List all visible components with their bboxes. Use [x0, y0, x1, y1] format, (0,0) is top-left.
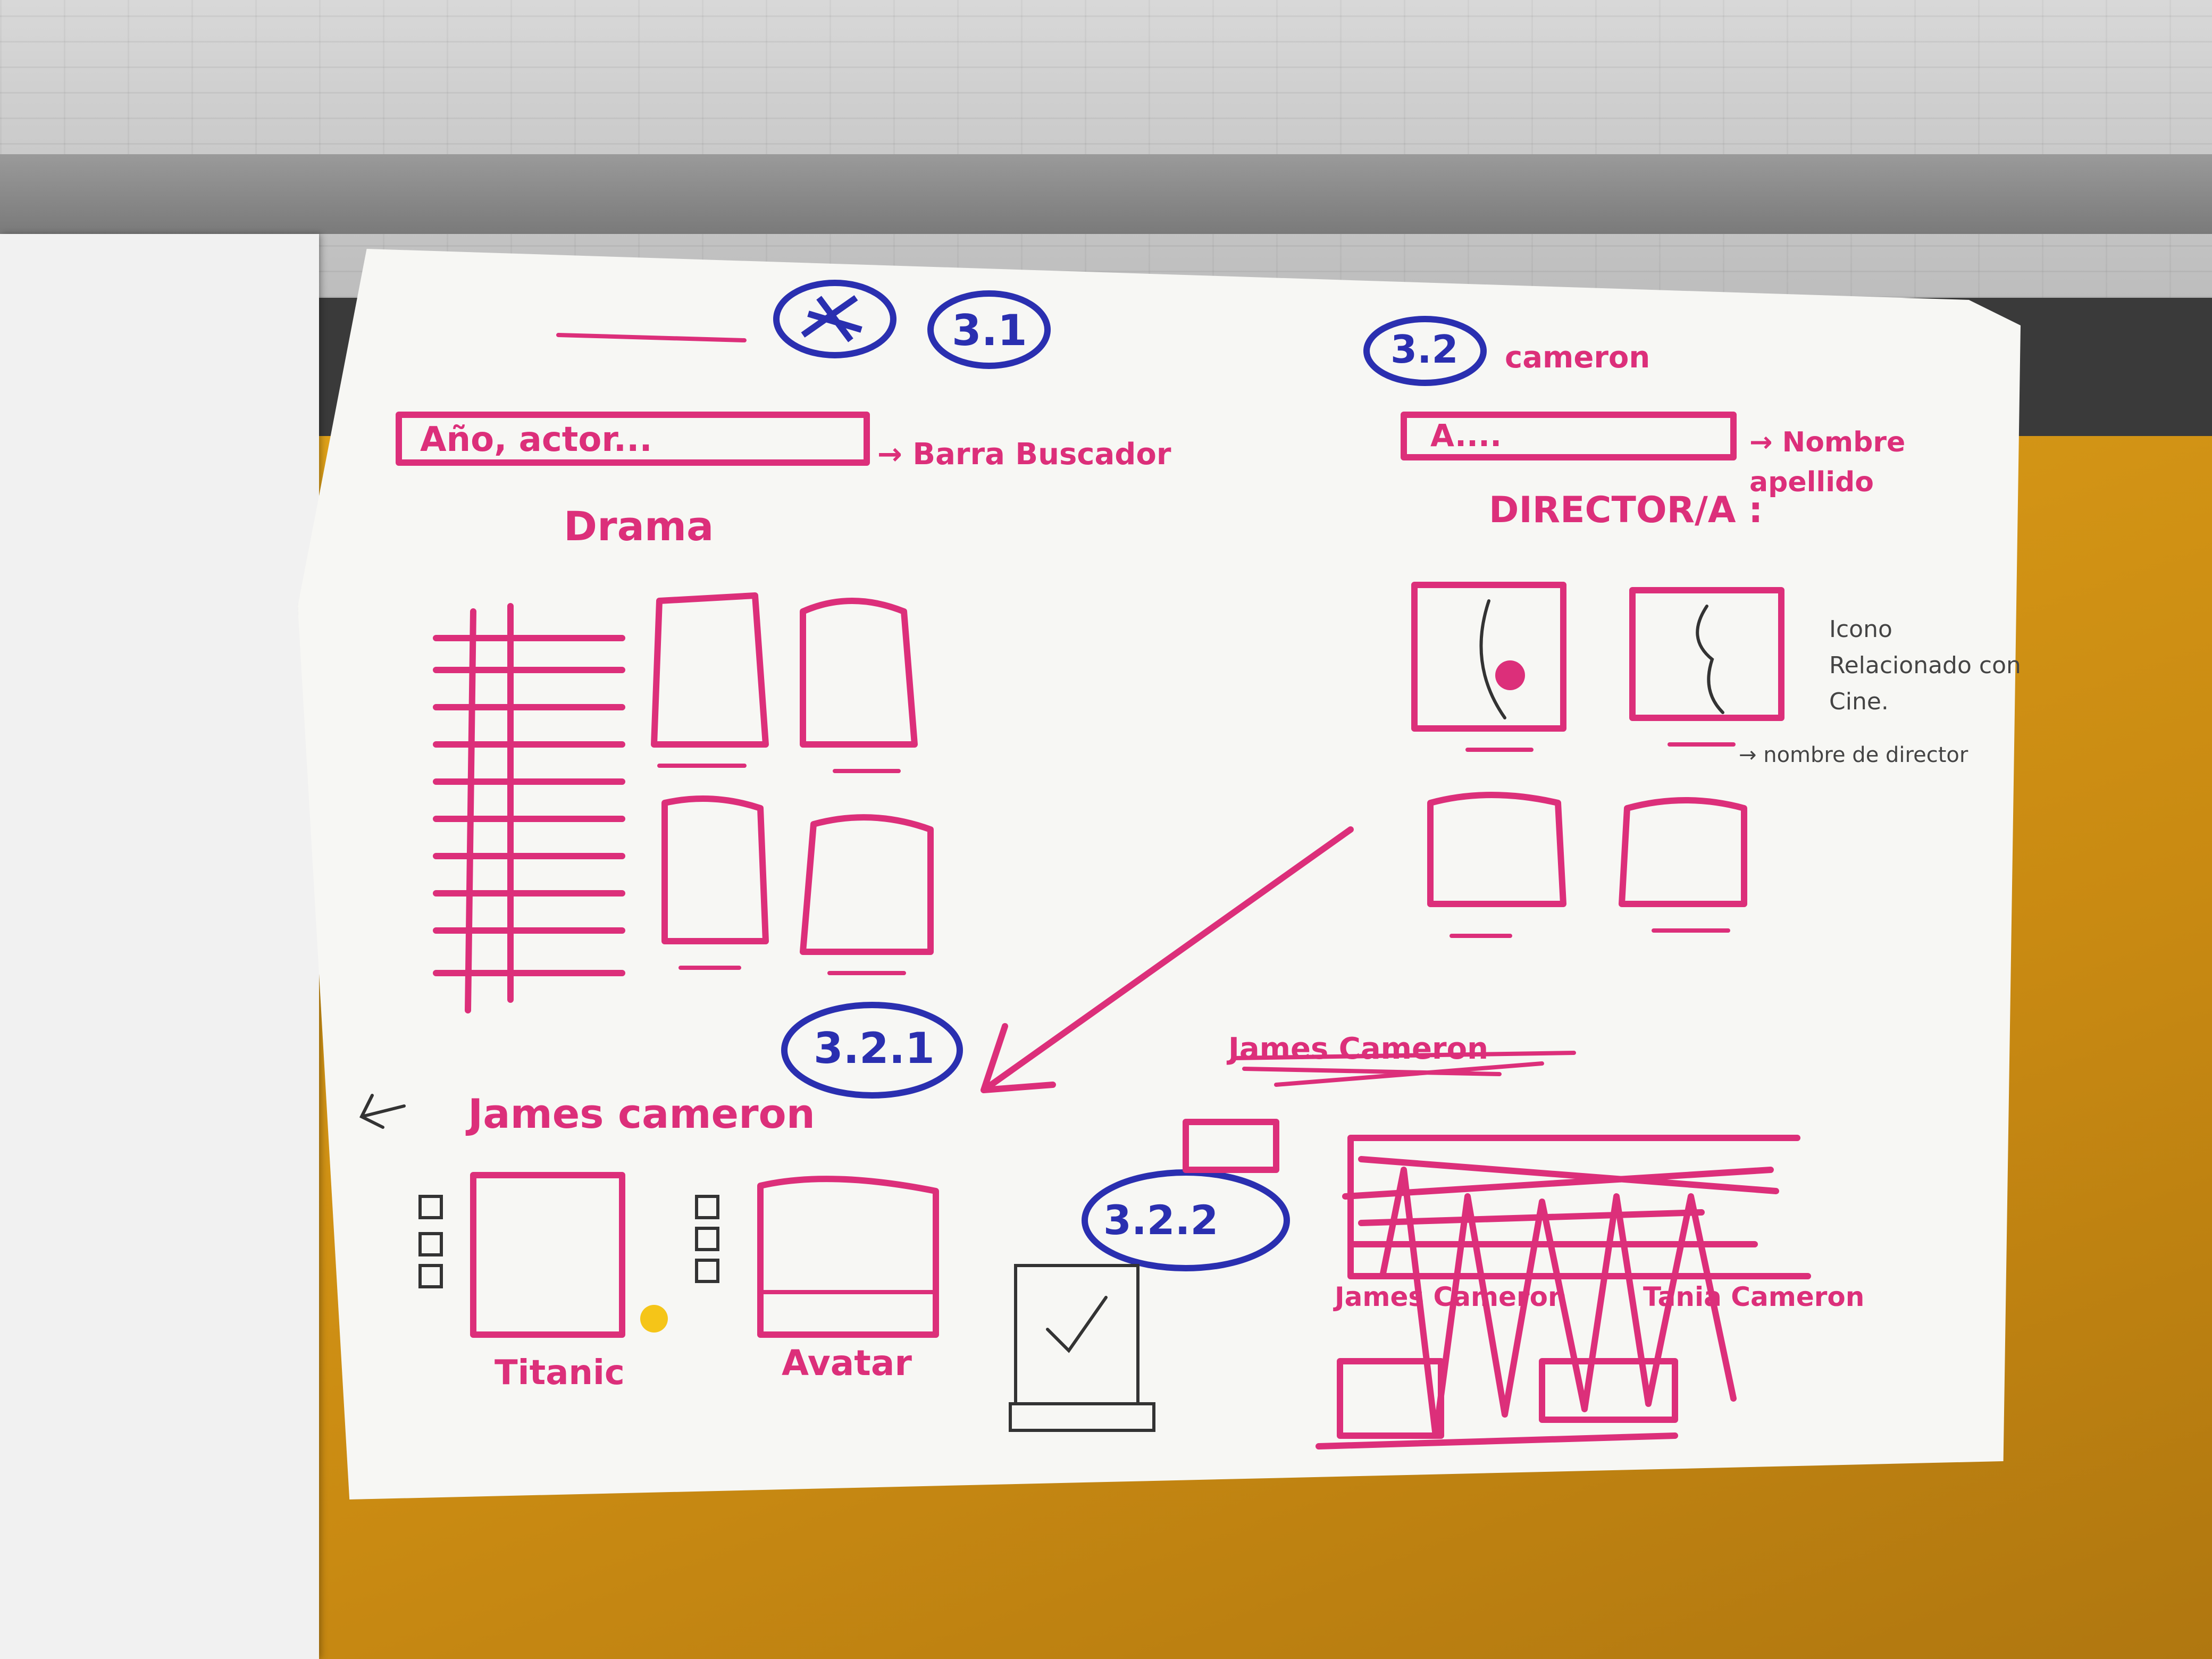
struck-name-2: Tania Cameron: [1643, 1281, 1865, 1312]
left-paper-sheet: [0, 234, 319, 1659]
search-bar-2: [1401, 412, 1737, 460]
circle-scribble: [773, 280, 896, 358]
movie-title-titanic: Titanic: [495, 1353, 625, 1393]
section-label-3-2-1: 3.2.1: [814, 1024, 935, 1073]
background-wall: [0, 0, 2212, 298]
director-heading: DIRECTOR/A :: [1489, 489, 1763, 531]
phone-sketch: [1009, 1264, 1155, 1432]
movie-cards: [359, 1094, 939, 1338]
section-label-3-2-2: 3.2.2: [1103, 1196, 1219, 1244]
circle-3-2: [1363, 316, 1487, 386]
section-label-3-2: 3.2: [1390, 327, 1459, 372]
drama-grid: [433, 592, 934, 1013]
search-placeholder-1: Año, actor...: [420, 420, 652, 459]
window-ledge: [0, 154, 2212, 234]
section-label-3-1: 3.1: [952, 306, 1027, 355]
struck-name-1: James Cameron: [1335, 1281, 1567, 1312]
search-bar-2-header: cameron: [1505, 340, 1650, 375]
director-grid: [1411, 582, 1784, 938]
struck-section: [1183, 1051, 1811, 1449]
search-bar-1: [396, 412, 870, 466]
struck-word: [556, 333, 747, 342]
director-name-note: → nombre de director: [1739, 743, 1968, 767]
movie-title-avatar: Avatar: [782, 1343, 912, 1384]
name-note: → Nombre apellido: [1749, 426, 1906, 498]
director-page-title: James cameron: [468, 1090, 815, 1137]
genre-heading: Drama: [564, 502, 714, 550]
flow-arrow: [981, 826, 1354, 1093]
search-placeholder-2: A....: [1430, 417, 1502, 454]
circle-3-2-1: [781, 1002, 963, 1099]
circle-3-1: [927, 290, 1051, 369]
icon-note: Icono Relacionado con Cine.: [1829, 616, 2021, 715]
struck-heading: James Cameron: [1228, 1032, 1488, 1066]
search-note: → Barra Buscador: [877, 437, 1171, 472]
